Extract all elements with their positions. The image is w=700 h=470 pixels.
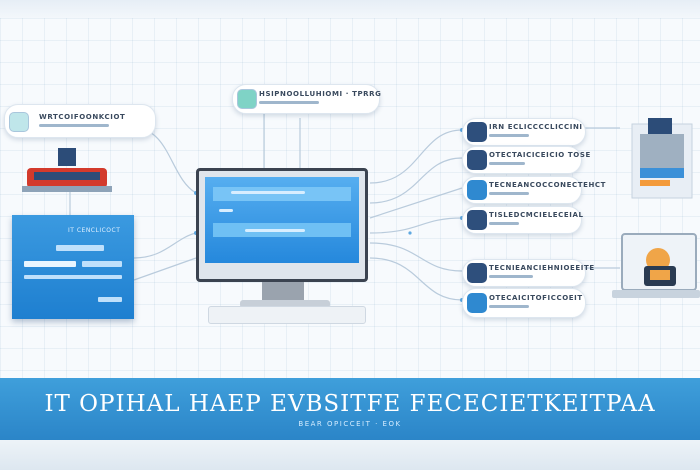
page-subtitle: BEAR OPICCEIT · EOK [298, 420, 402, 428]
link-icon [467, 180, 487, 200]
right-card: TECNIEANCIEHNIOEEITE [462, 259, 594, 287]
title-banner: IT OPIHAL HAEP EVBSITFE FECECIETKEITPAA … [0, 378, 700, 440]
left-blue-panel: IT CENCLICOCT [12, 215, 134, 319]
server-rack-icon [631, 118, 693, 199]
right-card-text: OTECTAICICEICIO TOSE [489, 151, 591, 159]
right-card: OTECTAICICEICIO TOSE [462, 146, 590, 174]
right-card-text: TECNEANCOCCONECTEHCT [489, 181, 607, 189]
laptop-icon [612, 233, 700, 298]
tablet-icon [9, 112, 29, 132]
bottom-band [0, 440, 700, 470]
printer-icon [22, 148, 112, 192]
diagram-canvas: HSIPNOOLLUHIOMI · TPRRG WRTCOIFOONKCIOT … [0, 18, 700, 378]
panel-header: IT CENCLICOCT [68, 227, 121, 234]
left-card: WRTCOIFOONKCIOT [4, 104, 156, 138]
left-card-text: WRTCOIFOONKCIOT [39, 113, 126, 121]
right-card: TISLEDCMCIELECEIAL [462, 206, 584, 234]
right-card: IRN ECLICCCCLICCINI [462, 118, 586, 146]
page-title: IT OPIHAL HAEP EVBSITFE FECECIETKEITPAA [44, 391, 656, 417]
top-band [0, 0, 700, 18]
monitor-screen [205, 177, 359, 263]
monitor-icon [196, 168, 368, 282]
folder-icon [467, 150, 487, 170]
document-icon [467, 293, 487, 313]
top-card: HSIPNOOLLUHIOMI · TPRRG [232, 84, 382, 114]
right-card-text: IRN ECLICCCCLICCINI [489, 123, 583, 131]
chat-icon [467, 122, 487, 142]
right-card: OTECAICITOFICCOEIT [462, 288, 586, 318]
keyboard-tray [208, 306, 366, 324]
right-card-text: TECNIEANCIEHNIOEEITE [489, 264, 595, 272]
server-icon [467, 263, 487, 283]
right-card: TECNEANCOCCONECTEHCT [462, 176, 605, 204]
chip-icon [467, 210, 487, 230]
right-card-text: OTECAICITOFICCOEIT [489, 294, 583, 302]
top-card-text: HSIPNOOLLUHIOMI · TPRRG [259, 90, 382, 98]
right-card-text: TISLEDCMCIELECEIAL [489, 211, 584, 219]
tag-icon [237, 89, 257, 109]
